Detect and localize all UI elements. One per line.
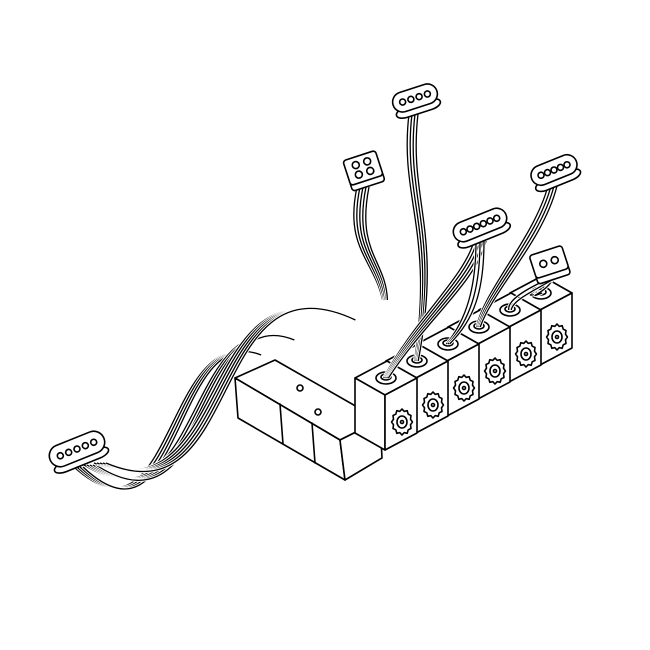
connector-pin [479,219,488,228]
connector-pin [537,171,545,180]
connector-pin [73,445,81,453]
connector-pin [81,441,90,450]
connector-pin [563,160,571,169]
connector-face [529,245,569,279]
connector-pin [56,451,65,460]
connector-pin [398,98,407,106]
screw-hole [314,408,322,416]
knob-pin [430,402,436,408]
wire [479,185,558,328]
block-seam [279,403,284,445]
wire [412,113,426,362]
knob-pin [554,334,560,340]
screw-hole [296,384,304,392]
connector-pin [415,92,423,101]
wire [447,240,481,345]
manifold-block [234,359,383,481]
connectors [48,83,582,474]
wire [449,240,485,345]
connector-pin [423,90,432,98]
connector-pin [365,166,375,176]
knob-pin [461,385,467,391]
connector-pin [459,227,468,236]
valve-row [354,275,573,451]
connector-pin [64,448,73,457]
connector-pin [543,168,552,177]
wire [356,186,385,301]
connector-plug [48,430,110,474]
wire [362,186,387,301]
connector-pin [492,214,501,223]
wire [406,113,422,362]
connector-plug [529,245,571,285]
connector-pin [354,170,364,179]
connector-pin [550,255,560,265]
block-seam [311,422,316,464]
connector-face [342,150,384,186]
connector-pin [351,160,361,170]
knob-pin [523,351,529,357]
wire [510,279,553,311]
connector-pin [556,163,565,172]
connector-pin [407,95,415,104]
connector-pin [538,259,548,269]
connector-pin [89,438,98,447]
wire [105,307,356,472]
connector-pin [550,166,558,174]
knob-pin [492,368,498,374]
connector-pin [472,222,481,231]
wire [359,186,386,301]
connector-plug [530,153,582,193]
connector-plug [342,150,386,192]
connector-plug [391,83,442,119]
wire [409,113,424,362]
connector-pin [486,217,494,225]
wire [445,240,477,345]
connector-plug [452,207,512,249]
wire [365,186,389,301]
knob-pin [399,419,405,425]
connector-pin [466,225,474,233]
connector-pin [362,157,372,166]
